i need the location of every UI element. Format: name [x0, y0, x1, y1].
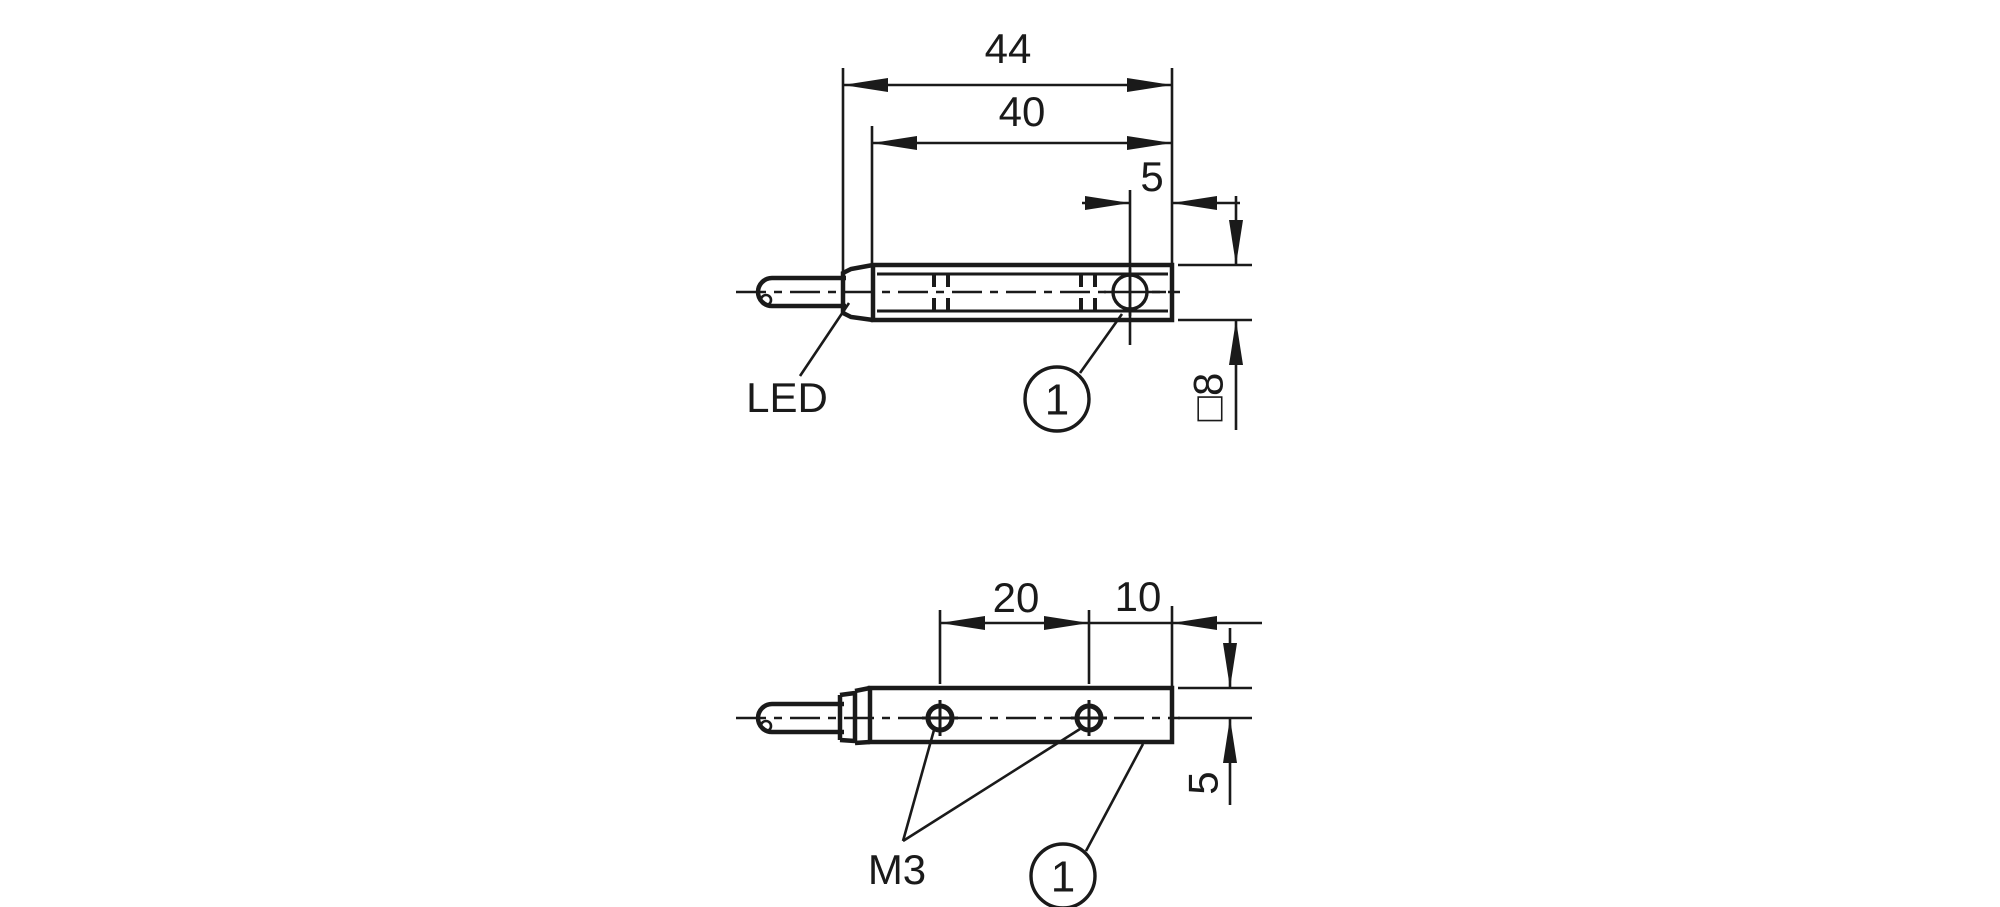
m3-label: M3 [868, 846, 926, 893]
top-view: 20 10 5 M3 1 [736, 573, 1262, 907]
callout-1-top-number: 1 [1051, 853, 1075, 902]
cable-end-tip-top [759, 719, 773, 733]
m3-callout: M3 [868, 727, 1081, 893]
cable-end-tip [759, 293, 773, 307]
side-extension-lines [841, 68, 1252, 345]
side-view: 44 40 5 □8 LED [736, 25, 1252, 433]
dim-5-side: 5 [1082, 153, 1240, 210]
led-label: LED [746, 374, 828, 421]
dim-square8-label: □8 [1185, 373, 1232, 422]
callout-1-top-leader [1084, 743, 1145, 852]
dim-40-label: 40 [999, 88, 1046, 135]
callout-1-side-leader [1078, 313, 1124, 374]
m3-hole-1 [922, 700, 958, 736]
thread-hole-marks [932, 274, 1097, 311]
dim-5-side-label: 5 [1140, 153, 1163, 200]
strain-relief [837, 685, 871, 746]
m3-hole-2 [1071, 700, 1107, 736]
callout-1-side-number: 1 [1045, 376, 1069, 425]
dim-40: 40 [872, 88, 1172, 150]
sensor-body-top [867, 685, 1175, 745]
led-nose-taper [840, 262, 874, 323]
dim-20: 20 [940, 574, 1089, 630]
callout-1-side: 1 [1023, 313, 1124, 433]
dim-5-top-label: 5 [1180, 771, 1227, 794]
dim-10-label: 10 [1115, 573, 1162, 620]
callout-1-side-balloon [1023, 365, 1091, 433]
dim-5-top: 5 [1180, 628, 1237, 805]
dim-10: 10 [1089, 573, 1262, 630]
dim-44-label: 44 [985, 25, 1032, 72]
led-leader-line [798, 302, 851, 377]
dim-44: 44 [843, 25, 1172, 92]
dim-20-label: 20 [993, 574, 1040, 621]
callout-1-top-balloon [1029, 842, 1097, 907]
callout-1-top: 1 [1029, 743, 1145, 907]
sensor-body-side [870, 262, 1175, 323]
dim-square8: □8 [1185, 196, 1243, 430]
